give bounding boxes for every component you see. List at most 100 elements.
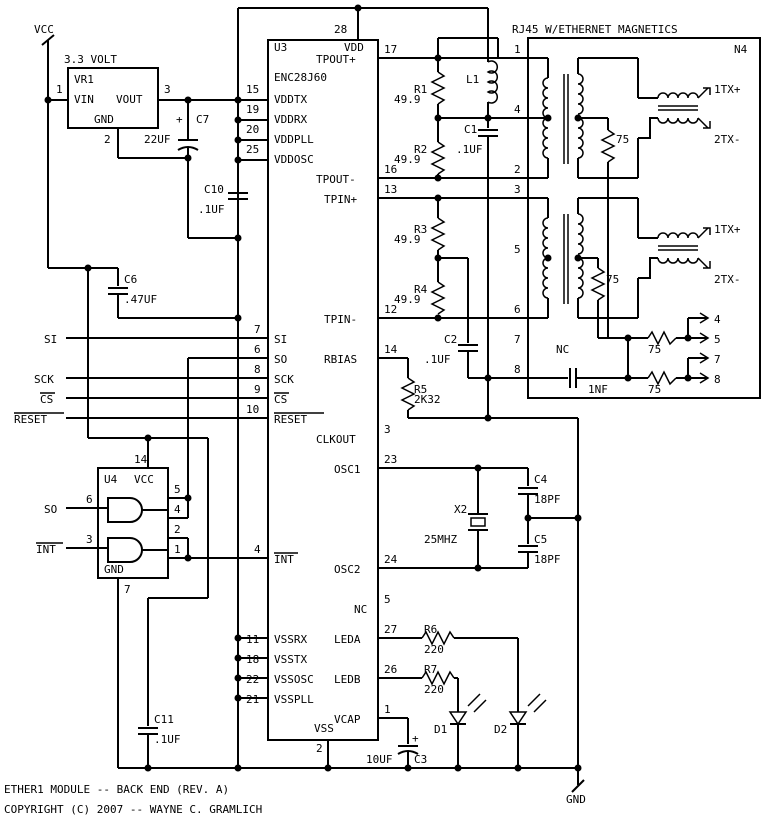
r75-b: 75	[606, 273, 619, 286]
rj45-pin-4: 4	[514, 103, 521, 116]
rj45-pin-6: 6	[514, 303, 521, 316]
d2-led	[508, 711, 528, 726]
pin-so-num: 6	[254, 343, 261, 356]
c2-ref: C2	[444, 333, 457, 346]
x2-value: 25MHZ	[424, 533, 457, 546]
u4-gnd-pin: 7	[124, 583, 131, 596]
pin-tpinm-name: TPIN-	[324, 313, 357, 326]
pin-si-num: 7	[254, 323, 261, 336]
rj45-header: RJ45 W/ETHERNET MAGNETICS	[512, 23, 678, 36]
c6-value: .47UF	[124, 293, 157, 306]
u4-pin-2: 2	[174, 523, 181, 536]
signal-so: SO	[44, 503, 57, 516]
r7-ref: R7	[424, 663, 437, 676]
pin-cs-num: 9	[254, 383, 261, 396]
r2-ref: R2	[414, 143, 427, 156]
r5-value: 2K32	[414, 393, 441, 406]
c5-value: 18PF	[534, 553, 561, 566]
pin-vddpll-name: VDDPLL	[274, 133, 314, 146]
pin-tpinp-num: 13	[384, 183, 397, 196]
pin-tpinp-name: TPIN+	[324, 193, 357, 206]
pin-vsspll-name: VSSPLL	[274, 693, 314, 706]
u3-body	[267, 39, 379, 741]
signal-reset: RESET	[14, 413, 47, 426]
pin-ledb-name: LEDB	[334, 673, 361, 686]
rj45-nc: NC	[556, 343, 569, 356]
signal-sck: SCK	[34, 373, 54, 386]
u4-ref: U4	[104, 473, 118, 486]
rj45-right-pin-7: 7	[714, 353, 721, 366]
d1-led	[448, 711, 468, 726]
c6-ref: C6	[124, 273, 137, 286]
u4-pin-4: 4	[174, 503, 181, 516]
vr1-pin-in: 1	[56, 83, 63, 96]
vr1-pin-out: 3	[164, 83, 171, 96]
u4-body	[97, 467, 169, 579]
title-line-2: COPYRIGHT (C) 2007 -- WAYNE C. GRAMLICH	[4, 803, 262, 816]
r75-a: 75	[616, 133, 629, 146]
pin-vsstx-num: 18	[246, 653, 259, 666]
r3-ref: R3	[414, 223, 427, 236]
rj45-out-3: 1TX+	[714, 223, 741, 236]
transformer-2: 75	[528, 197, 711, 338]
pin-vssosc-name: VSSOSC	[274, 673, 314, 686]
gnd-label: GND	[566, 793, 586, 806]
r2-value: 49.9	[394, 153, 421, 166]
pin-osc1-num: 23	[384, 453, 397, 466]
u3-right-pins: TPOUT+ 17 TPOUT- 16 TPIN+ 13 TPIN- 12 RB…	[316, 43, 398, 726]
c4-ref: C4	[534, 473, 548, 486]
rj45-pin-7: 7	[514, 333, 521, 346]
rj45-pin-1: 1	[514, 43, 521, 56]
pin-sck-name: SCK	[274, 373, 294, 386]
pin-osc2-name: OSC2	[334, 563, 361, 576]
c1-ref: C1	[464, 123, 477, 136]
u3-ref: U3	[274, 41, 287, 54]
d1-ref: D1	[434, 723, 447, 736]
pin-tpoutp-name: TPOUT+	[316, 53, 356, 66]
pin-vsstx-name: VSSTX	[274, 653, 307, 666]
vr1-body	[67, 67, 159, 129]
pin-osc1-name: OSC1	[334, 463, 361, 476]
u4-vcc-pin: 14	[134, 453, 148, 466]
pin-reset-name: RESET	[274, 413, 307, 426]
r3-value: 49.9	[394, 233, 421, 246]
r75-d: 75	[648, 383, 661, 396]
rj45-pin-3: 3	[514, 183, 521, 196]
x2-crystal	[470, 517, 486, 527]
l1-ref: L1	[466, 73, 479, 86]
pin-sck-num: 8	[254, 363, 261, 376]
pin-reset-num: 10	[246, 403, 259, 416]
vr1-pin-gnd: 2	[104, 133, 111, 146]
x2-ref: X2	[454, 503, 467, 516]
pin-rbias-name: RBIAS	[324, 353, 357, 366]
c4-value: 18PF	[534, 493, 561, 506]
r5-ref: R5	[414, 383, 427, 396]
pin-vcap-num: 1	[384, 703, 391, 716]
u4-pin-3: 3	[86, 533, 93, 546]
pin-ledb-num: 26	[384, 663, 397, 676]
pin-nc-name: NC	[354, 603, 367, 616]
l1-inductor	[486, 60, 498, 104]
d2-ref: D2	[494, 723, 507, 736]
pin-leda-name: LEDA	[334, 633, 361, 646]
rj45-pin-8: 8	[514, 363, 521, 376]
pin-leda-num: 27	[384, 623, 397, 636]
pin-tpoutm-name: TPOUT-	[316, 173, 356, 186]
pin-vcap-name: VCAP	[334, 713, 361, 726]
rj45-cap: 1NF	[588, 383, 608, 396]
svg-text:+: +	[176, 113, 183, 126]
u4-gnd: GND	[104, 563, 124, 576]
rj45-out-2: 2TX-	[714, 133, 741, 146]
u3-part: ENC28J60	[274, 71, 327, 84]
rj45-ref: N4	[734, 43, 748, 56]
signal-si: SI	[44, 333, 57, 346]
c7-value: 22UF	[144, 133, 171, 146]
pin-vddtx-num: 15	[246, 83, 259, 96]
pin-vddosc-num: 25	[246, 143, 259, 156]
vr1-header: 3.3 VOLT	[64, 53, 117, 66]
pin-int-num: 4	[254, 543, 261, 556]
pin-vddosc-name: VDDOSC	[274, 153, 314, 166]
pin-vddpll-num: 20	[246, 123, 259, 136]
